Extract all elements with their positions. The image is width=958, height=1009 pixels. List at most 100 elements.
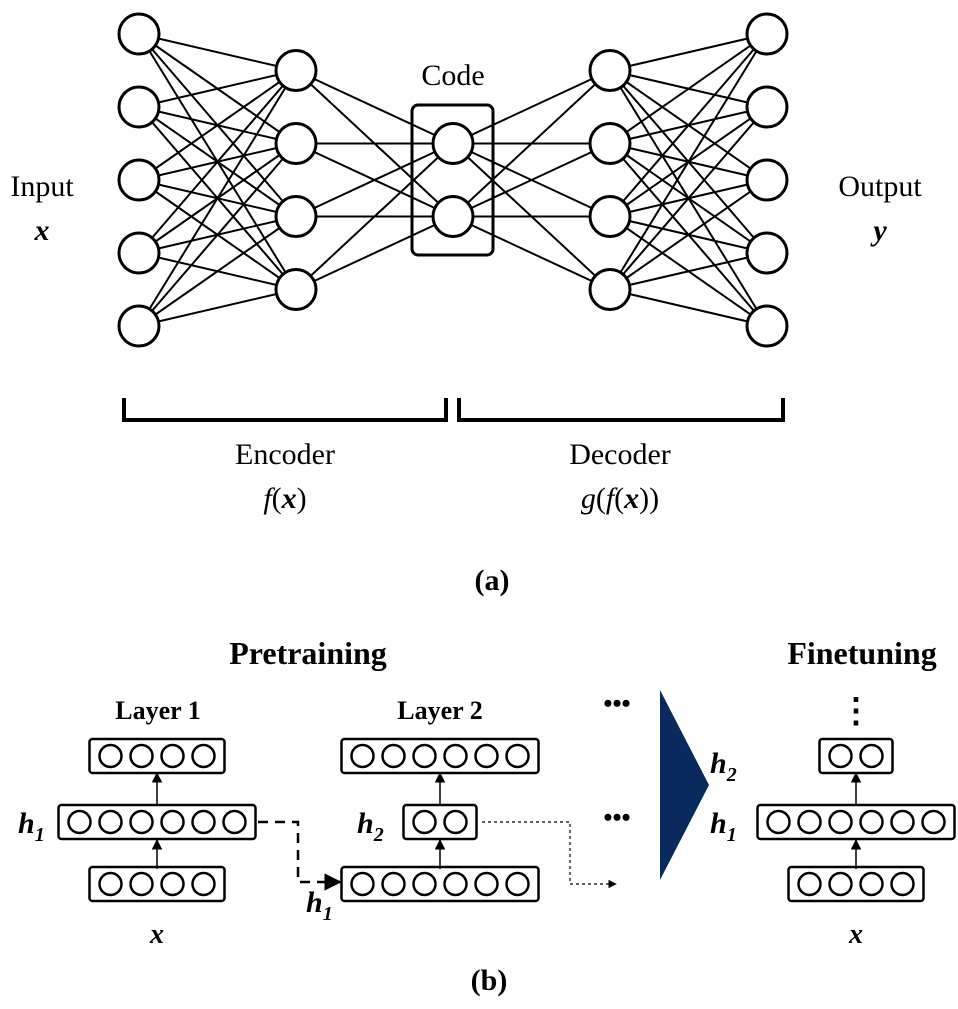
connection-edge <box>609 33 768 218</box>
unit-node <box>129 809 154 835</box>
network-neurons <box>117 12 789 348</box>
finetune-h1-box <box>756 803 956 841</box>
unit-node <box>859 809 884 835</box>
neuron-node <box>588 268 632 311</box>
connection-edge <box>452 215 611 291</box>
unit-node <box>797 809 822 835</box>
unit-node <box>191 809 216 835</box>
connection-edge <box>609 33 768 72</box>
x-label-layer1: x <box>149 919 164 950</box>
neuron-node <box>745 231 789 275</box>
connection-edge <box>452 69 611 218</box>
connection-edge <box>609 33 768 291</box>
neuron-node <box>745 158 789 202</box>
unit-node <box>350 743 375 769</box>
neuron-node <box>431 122 475 165</box>
connection-edge <box>609 252 768 291</box>
layer2-input-box <box>340 865 540 903</box>
connection-edge <box>295 142 454 218</box>
x-label-finetuning: x <box>848 919 863 950</box>
connection-edge <box>138 69 297 181</box>
network-connections <box>138 33 768 327</box>
layer1-h1-box <box>57 803 257 841</box>
neuron-node <box>274 195 318 238</box>
unit-node <box>160 871 185 897</box>
ellipsis-middle: ••• <box>603 803 630 832</box>
pretraining-title: Pretraining <box>229 635 387 671</box>
connection-edge <box>609 288 768 327</box>
neuron-node <box>745 12 789 56</box>
ellipsis-top: ••• <box>603 689 630 718</box>
h1-label-transfer: h1 <box>306 886 333 925</box>
connection-edge <box>452 69 611 145</box>
unit-node <box>98 809 123 835</box>
connection-edge <box>609 33 768 145</box>
layer2-label: Layer 2 <box>397 696 482 725</box>
unit-node <box>766 809 791 835</box>
layer-boxes <box>57 737 956 903</box>
neuron-node <box>117 158 161 202</box>
layer2-output-box <box>340 737 540 775</box>
dotted-arrow-h2-transfer <box>482 821 617 889</box>
unit-node <box>98 743 123 769</box>
unit-node <box>160 743 185 769</box>
unit-node <box>412 809 437 835</box>
connection-edge <box>138 142 297 327</box>
connection-edge <box>138 69 297 108</box>
unit-node <box>443 871 468 897</box>
connection-edge <box>452 142 611 218</box>
unit-node <box>412 871 437 897</box>
output-variable: y <box>870 214 887 247</box>
neuron-node <box>117 231 161 275</box>
unit-node <box>191 743 216 769</box>
connection-edge <box>295 215 454 291</box>
encoder-bracket <box>122 398 448 422</box>
neuron-node <box>745 304 789 348</box>
unit-node <box>381 743 406 769</box>
connection-edge <box>295 142 454 291</box>
unit-node <box>129 743 154 769</box>
unit-node <box>474 743 499 769</box>
code-box <box>410 103 495 257</box>
unit-node <box>381 871 406 897</box>
unit-node <box>797 871 822 897</box>
unit-node <box>828 871 853 897</box>
caption-a: (a) <box>475 564 510 597</box>
input-variable: x <box>34 214 50 247</box>
h2-label-finetuning: h2 <box>710 747 737 786</box>
unit-node <box>890 809 915 835</box>
unit-node <box>443 809 468 835</box>
decoder-bracket <box>457 398 785 422</box>
unit-node <box>67 809 92 835</box>
output-label: Output <box>838 170 922 203</box>
encoder-function: f(x) <box>263 482 306 515</box>
connection-edge <box>138 69 297 254</box>
neuron-node <box>588 122 632 165</box>
connection-edge <box>609 179 768 291</box>
unit-node <box>191 871 216 897</box>
neuron-node <box>588 49 632 92</box>
unit-node <box>828 743 853 769</box>
unit-node <box>505 743 530 769</box>
connection-edge <box>609 106 768 291</box>
decoder-label: Decoder <box>569 438 671 471</box>
connection-edge <box>295 69 454 145</box>
unit-node <box>222 809 247 835</box>
unit-node <box>129 871 154 897</box>
neuron-node <box>274 268 318 311</box>
neuron-node <box>431 195 475 238</box>
pretrain-to-finetune-triangle <box>660 690 709 880</box>
connection-edge <box>138 288 297 327</box>
finetune-input-box <box>787 865 925 903</box>
h1-label-finetuning: h1 <box>710 807 737 846</box>
unit-node <box>160 809 185 835</box>
vertical-ellipsis: ⋮ <box>839 693 873 730</box>
unit-node <box>412 743 437 769</box>
neuron-node <box>117 12 161 56</box>
unit-node <box>828 809 853 835</box>
caption-b: (b) <box>471 964 508 997</box>
connection-edge <box>138 33 297 72</box>
neuron-node <box>274 122 318 165</box>
